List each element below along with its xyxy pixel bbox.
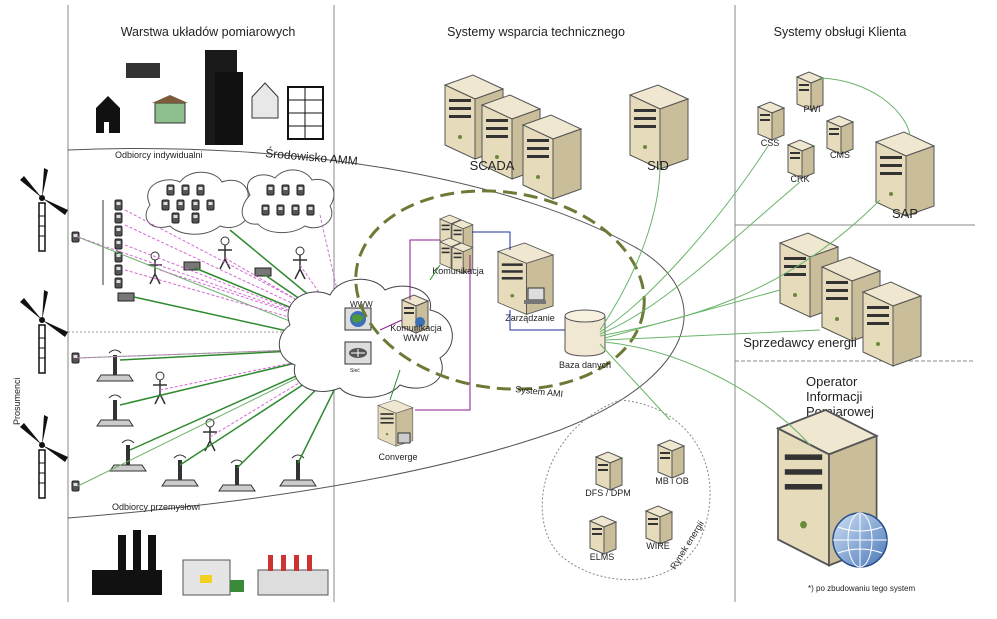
header-customer-service: Systemy obsługi Klienta	[774, 25, 907, 39]
label-css: CSS	[761, 138, 780, 148]
industrial-building-icons	[92, 530, 329, 596]
communication-www-server	[401, 294, 429, 334]
label-amm-environment: Środowisko AMM	[265, 145, 359, 168]
footnote: *) po zbudowaniu tego system	[808, 584, 916, 593]
crk-server	[787, 139, 815, 179]
label-mb-ob: MB i OB	[655, 476, 689, 486]
label-elms: ELMS	[590, 552, 615, 562]
meter-operator-server	[777, 409, 888, 568]
amm-environment-boundary	[67, 148, 685, 519]
label-ami-system: System AMI	[515, 384, 564, 399]
label-individual-customers: Odbiorcy indywidualni	[115, 150, 203, 160]
label-meter-operator-1: Operator	[806, 374, 858, 389]
converge-server	[377, 399, 414, 447]
sid-server	[629, 84, 689, 170]
router-icon: Sieć	[344, 341, 372, 374]
wire-server	[645, 505, 673, 545]
label-communication: Komunikacja	[432, 266, 484, 276]
header-metering-layer: Warstwa układów pomiarowych	[121, 25, 296, 39]
energy-market-boundary	[541, 399, 711, 581]
mb-ob-server	[657, 439, 685, 479]
css-server	[757, 101, 785, 141]
label-communication-www-1: Komunikacja	[390, 323, 442, 333]
label-meter-operator-2: Informacji	[806, 389, 862, 404]
label-wire: WIRE	[646, 541, 670, 551]
label-energy-sellers: Sprzedawcy energii	[743, 335, 857, 350]
label-database: Baza danych	[559, 360, 611, 370]
cms-server	[826, 115, 854, 155]
internet-globe-icon: WWW	[344, 300, 373, 331]
database-integration-links	[599, 145, 881, 446]
scada-servers	[444, 74, 582, 200]
database-icon	[564, 309, 606, 357]
data-concentrator-towers	[96, 261, 317, 492]
building-icons-residential	[96, 50, 324, 145]
meter-column	[102, 199, 135, 302]
sap-server	[875, 131, 935, 217]
ami-internal-links	[379, 231, 565, 411]
label-prosumers: Prosumenci	[12, 377, 22, 425]
label-dfs-dpm: DFS / DPM	[585, 488, 631, 498]
wind-turbine-3	[19, 414, 80, 499]
label-energy-market: Rynek energii	[668, 519, 706, 571]
wind-turbine-2	[19, 289, 80, 374]
label-industrial-customers: Odbiorcy przemysłowi	[112, 502, 200, 512]
label-pwi: PWI	[804, 104, 821, 114]
label-crk: CRK	[790, 174, 809, 184]
label-scada: SCADA	[470, 158, 515, 173]
label-communication-www-2: WWW	[403, 333, 429, 343]
management-server	[497, 242, 554, 315]
communication-server	[439, 214, 474, 274]
meter-cloud-2	[241, 169, 335, 233]
dfs-dpm-server	[595, 451, 623, 491]
label-converge: Converge	[378, 452, 417, 462]
wind-turbine-1	[19, 167, 80, 252]
link-pwi-sap	[819, 77, 911, 136]
header-tech-support: Systemy wsparcia technicznego	[447, 25, 625, 39]
label-sid: SID	[647, 158, 669, 173]
label-network: Sieć	[350, 368, 360, 374]
elms-server	[589, 515, 617, 555]
label-cms: CMS	[830, 150, 850, 160]
label-management: Zarządzanie	[505, 313, 555, 323]
label-sap: SAP	[892, 206, 918, 221]
